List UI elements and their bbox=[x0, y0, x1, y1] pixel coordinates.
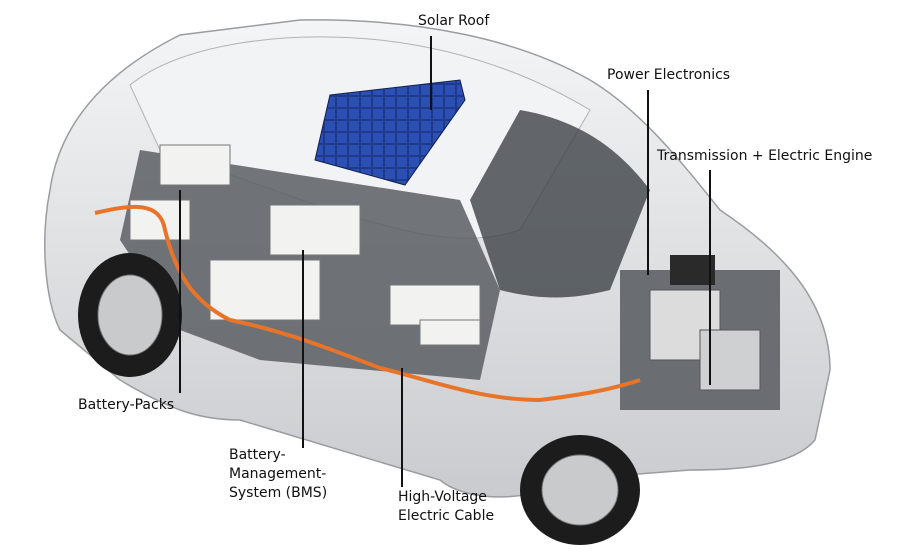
windshield bbox=[470, 110, 650, 298]
label-power-electronics: Power Electronics bbox=[607, 67, 731, 83]
label-transmission: Transmission + Electric Engine bbox=[657, 148, 873, 164]
label-bms-line3: System (BMS) bbox=[229, 485, 328, 501]
battery-packs bbox=[129, 144, 481, 346]
label-solar-roof: Solar Roof bbox=[418, 13, 490, 29]
front-wheel bbox=[520, 435, 640, 545]
leader-lines bbox=[179, 36, 711, 487]
label-cable: High-Voltage Electric Cable bbox=[398, 488, 494, 526]
solar-panel bbox=[314, 79, 466, 186]
rear-wheel bbox=[78, 253, 182, 377]
high-voltage-cable bbox=[94, 204, 641, 403]
label-bms: Battery- Management- System (BMS) bbox=[229, 446, 327, 503]
label-bms-line2: Management- bbox=[229, 466, 327, 482]
label-battery-packs: Battery-Packs bbox=[78, 397, 175, 413]
label-bms-line1: Battery- bbox=[229, 447, 286, 463]
engine-bay bbox=[620, 255, 780, 410]
label-cable-line1: High-Voltage bbox=[398, 489, 487, 505]
label-cable-line2: Electric Cable bbox=[398, 508, 495, 524]
